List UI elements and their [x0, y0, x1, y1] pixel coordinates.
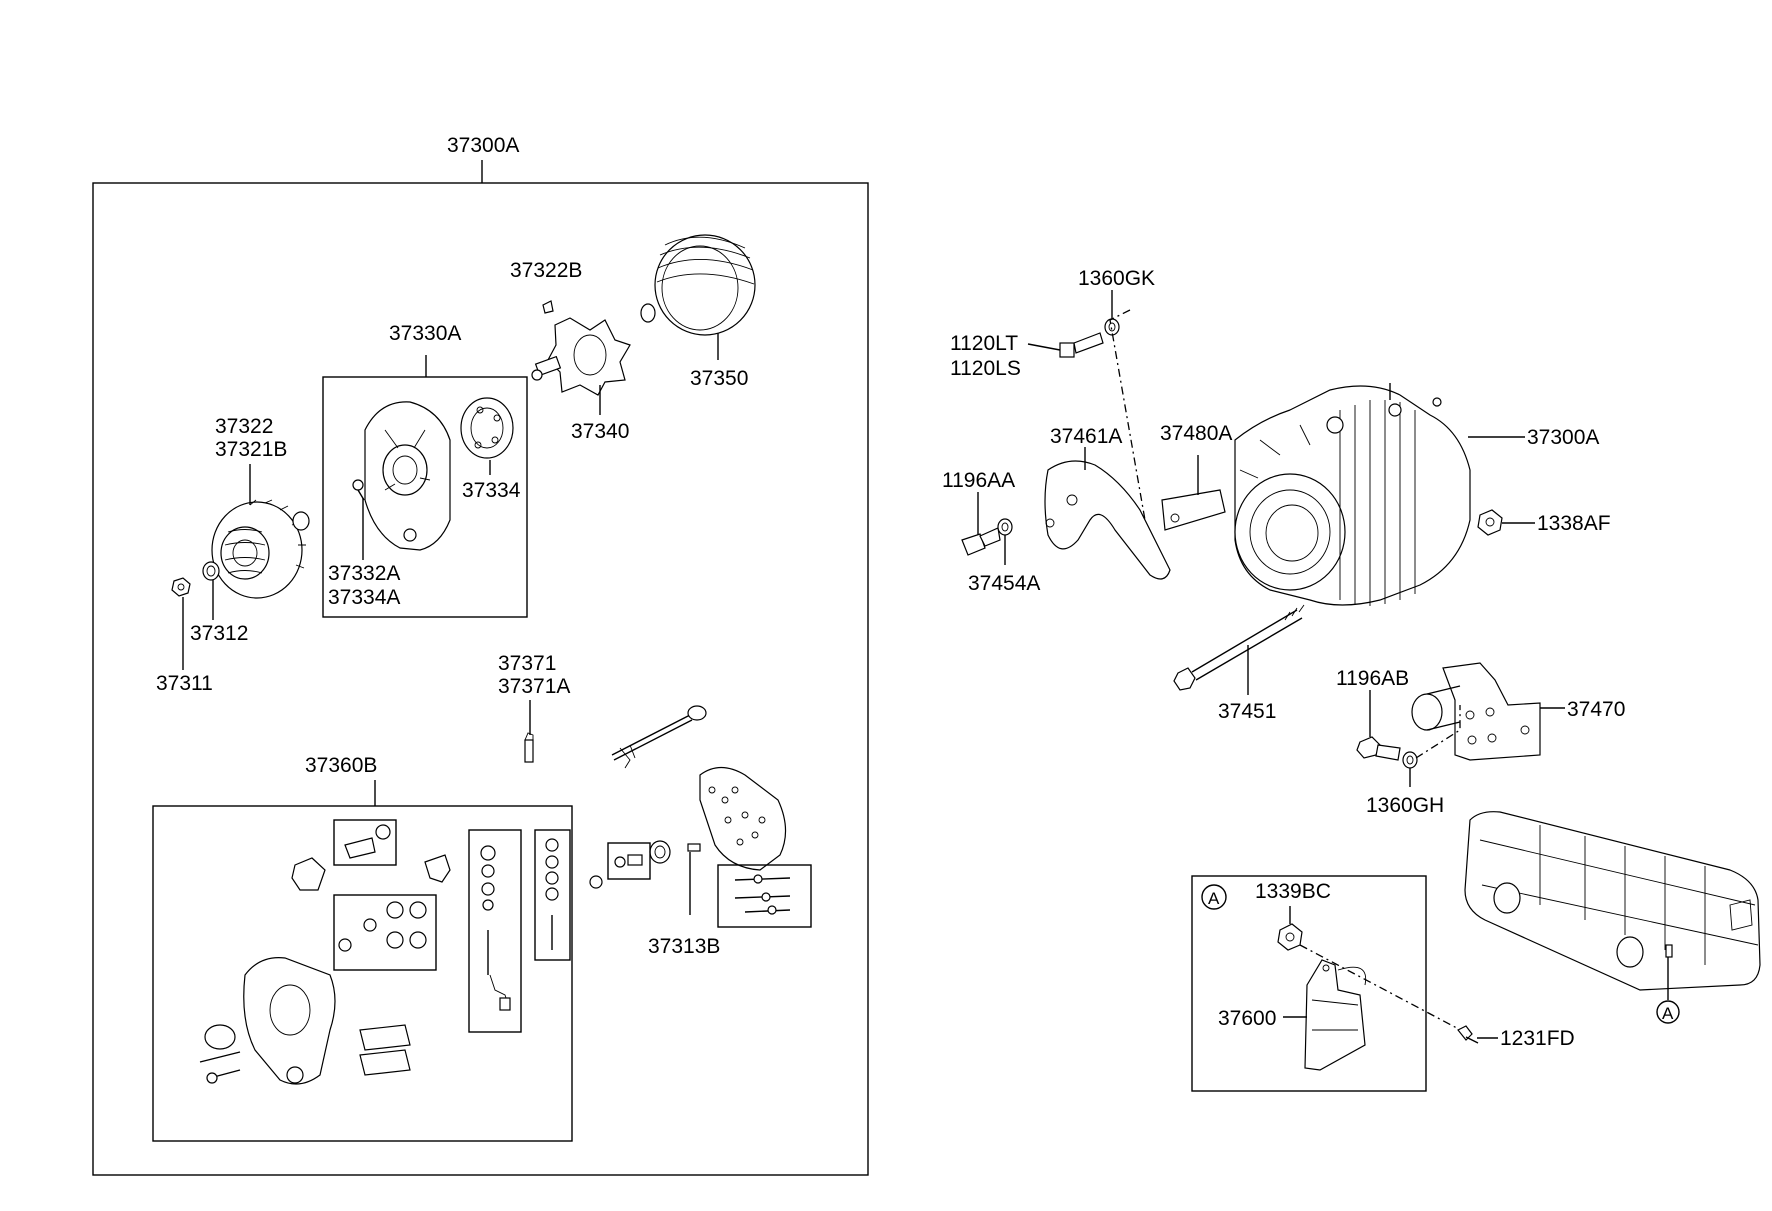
label-37313b[interactable]: 37313B — [648, 935, 720, 958]
fan-37322[interactable] — [211, 499, 306, 599]
washer-37454a[interactable] — [997, 518, 1013, 536]
label-1339bc[interactable]: 1339BC — [1255, 880, 1331, 903]
label-37311[interactable]: 37311 — [156, 672, 213, 695]
label-37330a[interactable]: 37330A — [389, 322, 461, 345]
rear-cover[interactable] — [699, 766, 787, 871]
label-37300a-main[interactable]: 37300A — [447, 134, 519, 157]
bolt-1196ab[interactable] — [1356, 736, 1401, 761]
label-37360b[interactable]: 37360B — [305, 754, 377, 777]
label-1231fd[interactable]: 1231FD — [1500, 1027, 1575, 1050]
ref-a-box[interactable]: A — [1208, 889, 1220, 908]
regulator-37600[interactable] — [1304, 959, 1367, 1071]
nut-1338af[interactable] — [1477, 509, 1503, 536]
label-37340[interactable]: 37340 — [571, 420, 629, 443]
washer-37312[interactable] — [202, 561, 220, 581]
bus-illustration — [1464, 811, 1761, 991]
washer-1360gk[interactable] — [1104, 318, 1120, 336]
screw-37332a[interactable] — [352, 479, 365, 501]
bracket-37470[interactable] — [1411, 662, 1541, 761]
subassembly-37330a-box — [322, 355, 528, 618]
label-1360gk[interactable]: 1360GK — [1078, 267, 1155, 290]
ref-a-bus[interactable]: A — [1662, 1004, 1674, 1023]
bearing-37334[interactable] — [460, 397, 514, 459]
label-37480a[interactable]: 37480A — [1160, 422, 1232, 445]
label-1196aa[interactable]: 1196AA — [942, 469, 1015, 492]
nut-1339bc[interactable] — [1277, 923, 1303, 951]
assembly-37300a-frame — [92, 160, 869, 1176]
label-37350[interactable]: 37350 — [690, 367, 748, 390]
alternator-37300a[interactable] — [1234, 383, 1471, 606]
label-37332a[interactable]: 37332A — [328, 562, 400, 585]
rotor-37340[interactable] — [531, 317, 631, 396]
label-1120ls[interactable]: 1120LS — [950, 357, 1021, 380]
bolt-37451[interactable] — [1173, 604, 1305, 691]
label-1338af[interactable]: 1338AF — [1537, 512, 1611, 535]
label-37451[interactable]: 37451 — [1218, 700, 1276, 723]
label-37371[interactable]: 37371 — [498, 652, 556, 675]
bolt-1120lt[interactable] — [1059, 332, 1104, 358]
label-37454a[interactable]: 37454A — [968, 572, 1040, 595]
label-37334[interactable]: 37334 — [462, 479, 521, 502]
label-1360gh[interactable]: 1360GH — [1366, 794, 1444, 817]
nut-37321b[interactable] — [292, 511, 310, 531]
label-37600[interactable]: 37600 — [1218, 1007, 1276, 1030]
front-housing-37330a[interactable] — [364, 401, 451, 551]
label-37371a[interactable]: 37371A — [498, 675, 570, 698]
label-37461a[interactable]: 37461A — [1050, 425, 1122, 448]
washer-set-37313b[interactable] — [589, 840, 701, 889]
label-37300a-right[interactable]: 37300A — [1527, 426, 1599, 449]
key-37322b[interactable] — [542, 300, 554, 314]
label-37334a[interactable]: 37334A — [328, 586, 400, 609]
washer-1360gh[interactable] — [1402, 751, 1418, 769]
screw-1231fd[interactable] — [1457, 1025, 1479, 1044]
label-1196ab[interactable]: 1196AB — [1336, 667, 1409, 690]
label-37312[interactable]: 37312 — [190, 622, 248, 645]
label-1120lt[interactable]: 1120LT — [950, 332, 1018, 355]
strap-37480a[interactable] — [1161, 489, 1226, 531]
bolt-kit[interactable] — [717, 864, 812, 928]
label-37470[interactable]: 37470 — [1567, 698, 1625, 721]
nut-37311[interactable] — [171, 577, 191, 597]
label-37322[interactable]: 37322 — [215, 415, 273, 438]
bracket-37461a[interactable] — [1044, 460, 1171, 580]
brush-37371[interactable] — [524, 732, 534, 763]
subassembly-37360b-box — [152, 780, 573, 1142]
label-37321b[interactable]: 37321B — [215, 438, 287, 461]
bolt-1196aa[interactable] — [961, 527, 1001, 556]
detail-box-a — [1191, 875, 1427, 1092]
kit-37360b-contents — [199, 819, 571, 1085]
label-37322b[interactable]: 37322B — [510, 259, 582, 282]
pulley-37350[interactable] — [640, 234, 756, 336]
cable-assembly[interactable] — [611, 705, 707, 769]
